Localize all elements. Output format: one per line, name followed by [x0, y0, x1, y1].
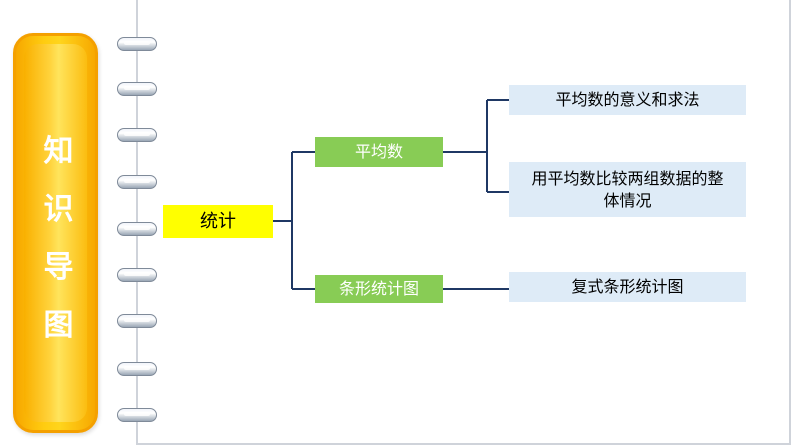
mindmap-branch-bar-chart: 条形统计图: [315, 275, 443, 303]
binder-ring: [117, 222, 157, 236]
side-title-char-3: 导: [43, 250, 74, 285]
binder-ring: [117, 82, 157, 96]
side-title-char-2: 识: [43, 192, 74, 227]
binder-ring: [117, 362, 157, 376]
binder-ring: [117, 128, 157, 142]
mindmap-leaf-compound-bar-chart: 复式条形统计图: [509, 272, 746, 302]
side-title-tab-inner: [24, 44, 87, 422]
side-title-char-1: 知: [43, 134, 74, 169]
mindmap-root-node: 统计: [163, 205, 273, 238]
binder-ring: [117, 37, 157, 51]
mindmap-leaf-average-meaning: 平均数的意义和求法: [509, 85, 746, 115]
side-title-tab: 知 识 导 图: [13, 33, 98, 433]
binder-ring: [117, 408, 157, 422]
binder-ring: [117, 314, 157, 328]
binder-ring: [117, 268, 157, 282]
mindmap-leaf-average-compare: 用平均数比较两组数据的整体情况: [509, 162, 746, 217]
mindmap-branch-average: 平均数: [315, 137, 443, 167]
side-title-char-4: 图: [43, 308, 74, 343]
binder-ring: [117, 175, 157, 189]
